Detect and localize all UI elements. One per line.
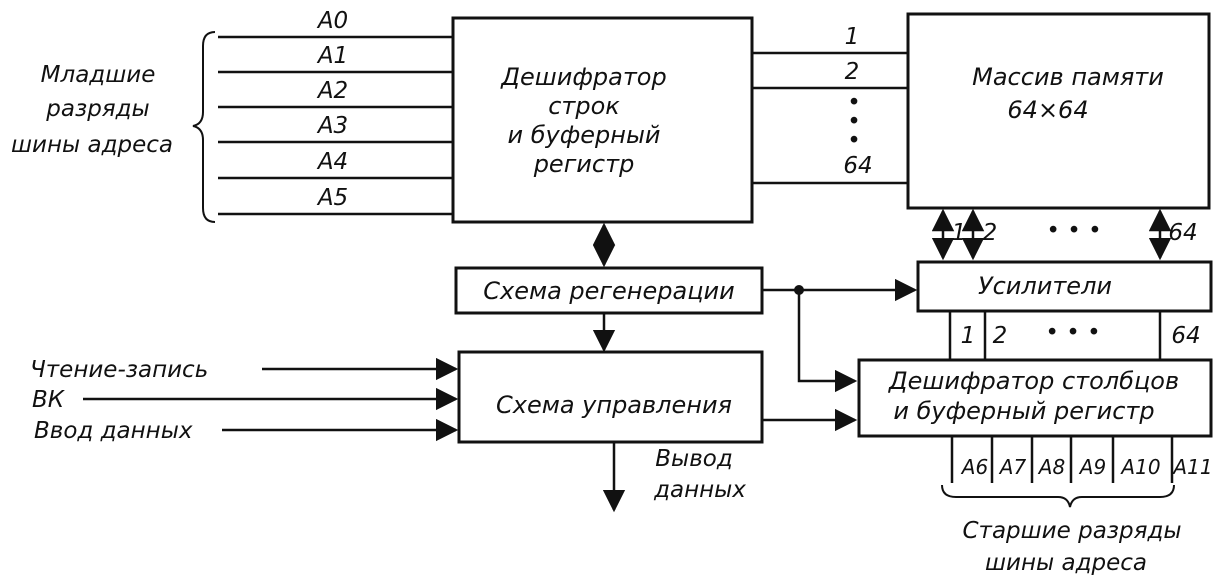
address-label-a3: A3 bbox=[316, 113, 348, 139]
right-group-label-1: Старшие разряды bbox=[962, 518, 1181, 544]
refresh-column-decoder-link bbox=[797, 290, 858, 393]
array-amp-dots: • • • bbox=[1046, 218, 1101, 244]
read-write-label: Чтение-запись bbox=[30, 357, 208, 383]
amplifiers-label: Усилители bbox=[978, 272, 1112, 300]
col-address-a9: A9 bbox=[1078, 455, 1106, 479]
row-address-lines bbox=[218, 35, 453, 216]
right-group-label-2: шины адреса bbox=[985, 550, 1147, 576]
amplifiers-block bbox=[916, 260, 1213, 313]
row-decoder-label-2: строк bbox=[548, 92, 620, 120]
row-line-label-64: 64 bbox=[843, 153, 872, 179]
array-amp-label-64: 64 bbox=[1168, 220, 1197, 246]
array-amp-label-2: 2 bbox=[983, 220, 998, 246]
row-decoder-block bbox=[451, 16, 754, 224]
left-address-brace bbox=[192, 31, 216, 223]
address-label-a5: A5 bbox=[316, 185, 348, 211]
col-address-a10: A10 bbox=[1119, 455, 1160, 479]
control-circuit-label: Схема управления bbox=[496, 391, 732, 419]
data-out-label-1: Вывод bbox=[655, 446, 732, 472]
memory-array-label-2: 64×64 bbox=[1007, 96, 1088, 124]
refresh-circuit-label: Схема регенерации bbox=[483, 277, 734, 305]
column-decoder-block bbox=[857, 358, 1213, 438]
amp-col-label-1: 1 bbox=[961, 323, 976, 349]
data-out-label-2: данных bbox=[653, 477, 746, 503]
chip-select-label: ВК bbox=[32, 387, 66, 413]
address-label-a0: A0 bbox=[316, 8, 348, 34]
amp-col-dots: • • • bbox=[1045, 320, 1100, 346]
col-address-a7: A7 bbox=[998, 455, 1027, 479]
amp-col-label-2: 2 bbox=[993, 323, 1008, 349]
row-line-dot-2: • bbox=[847, 109, 861, 135]
column-decoder-label-1: Дешифратор столбцов bbox=[888, 367, 1179, 395]
memory-array-label-1: Массив памяти bbox=[972, 63, 1164, 91]
row-line-dot-1: • bbox=[847, 90, 861, 116]
row-line-label-1: 1 bbox=[845, 24, 860, 50]
left-group-label-1: Младшие bbox=[41, 62, 156, 88]
row-decoder-label-3: и буферный bbox=[508, 121, 661, 149]
data-in-label: Ввод данных bbox=[34, 418, 193, 444]
array-amp-label-1: 1 bbox=[952, 220, 967, 246]
column-address-lines bbox=[950, 436, 1174, 483]
right-address-brace bbox=[941, 484, 1175, 508]
address-label-a1: A1 bbox=[316, 43, 348, 69]
control-circuit-block bbox=[457, 350, 764, 444]
row-decoder-label-4: регистр bbox=[533, 150, 635, 178]
column-decoder-label-2: и буферный регистр bbox=[893, 397, 1154, 425]
row-decoder-label-1: Дешифратор bbox=[500, 63, 666, 91]
row-line-dot-3: • bbox=[847, 128, 861, 154]
left-group-label-3: шины адреса bbox=[11, 132, 173, 158]
col-address-a11: A11 bbox=[1171, 455, 1212, 479]
col-address-a6: A6 bbox=[960, 455, 988, 479]
address-label-a2: A2 bbox=[316, 78, 348, 104]
col-address-a8: A8 bbox=[1037, 455, 1065, 479]
left-group-label-2: разряды bbox=[45, 96, 149, 122]
row-line-label-2: 2 bbox=[845, 59, 860, 85]
amp-col-label-64: 64 bbox=[1171, 323, 1200, 349]
address-label-a4: A4 bbox=[316, 149, 348, 175]
memory-array-block bbox=[906, 12, 1211, 210]
